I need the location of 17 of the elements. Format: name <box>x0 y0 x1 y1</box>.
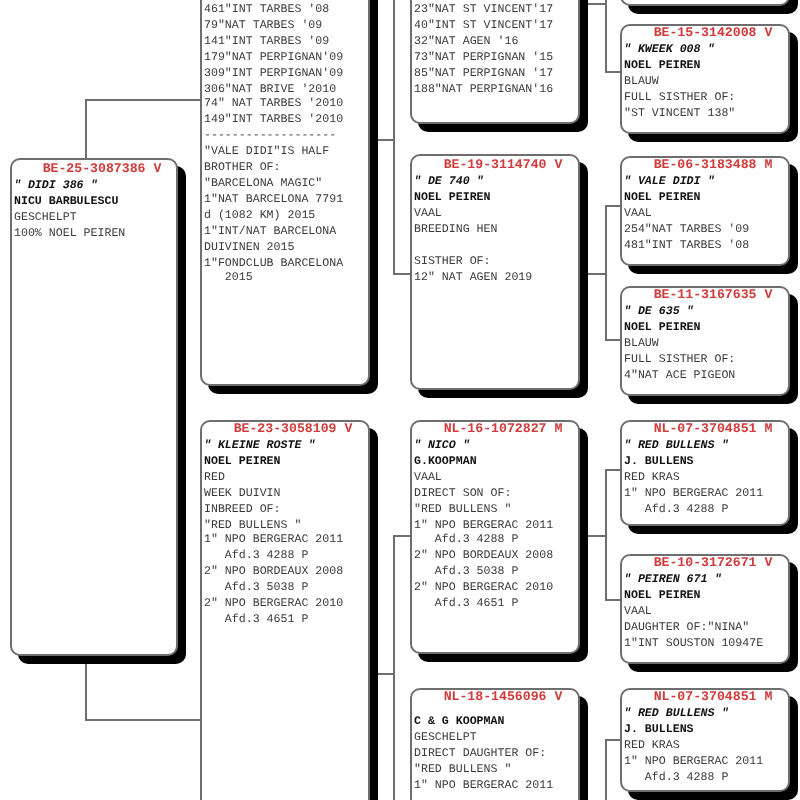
connector-line <box>587 3 621 73</box>
pedigree-card <box>620 688 798 800</box>
connector-line <box>85 663 201 721</box>
pedigree-card <box>410 420 588 662</box>
pedigree-card <box>620 156 798 274</box>
pedigree-card <box>620 24 798 142</box>
connector-line <box>587 273 621 341</box>
pedigree-card <box>410 154 588 398</box>
pedigree-card <box>620 554 798 672</box>
pedigree-card <box>10 158 186 664</box>
pedigree-card <box>620 286 798 404</box>
pedigree-card <box>620 420 798 534</box>
connector-line <box>587 535 621 601</box>
connector-line <box>377 139 411 275</box>
pedigree-card <box>200 420 378 800</box>
connector-line <box>85 99 201 159</box>
pedigree-card <box>200 0 378 394</box>
